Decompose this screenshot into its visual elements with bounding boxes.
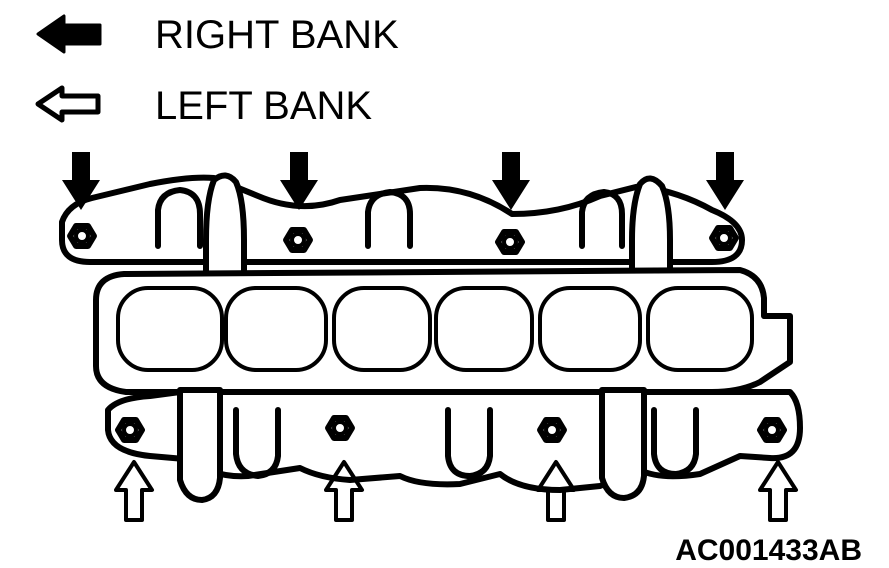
solid-arrow-down-icon: [280, 152, 318, 210]
nut-lower-3: [537, 417, 567, 443]
intake-ports: [116, 286, 754, 372]
port-5: [538, 286, 642, 372]
right-bank-arrows: [62, 152, 744, 210]
lower-rib-left: [177, 387, 223, 503]
lower-runner-1: [233, 407, 281, 479]
nut-lower-2: [325, 415, 355, 441]
hollow-arrow-up-icon: [536, 460, 576, 522]
intake-manifold: [59, 172, 803, 503]
nut-upper-2: [283, 227, 313, 253]
legend-left-bank-label: LEFT BANK: [155, 84, 372, 128]
port-3: [332, 286, 432, 372]
upper-runner-1: [155, 187, 203, 249]
hollow-arrow-up-icon: [324, 460, 364, 522]
port-plate: [93, 267, 793, 395]
port-1: [116, 286, 224, 372]
port-4: [434, 286, 534, 372]
solid-arrow-down-icon: [706, 152, 744, 210]
figure-code: AC001433AB: [675, 534, 862, 567]
left-bank-arrows: [114, 460, 798, 522]
upper-rib-right: [629, 175, 673, 289]
nut-upper-3: [495, 229, 525, 255]
legend: RIGHT BANK LEFT BANK: [35, 13, 399, 128]
lower-runner-3: [651, 407, 699, 477]
solid-arrow-down-icon: [492, 152, 530, 210]
solid-arrow-down-icon: [62, 152, 100, 210]
nut-upper-1: [67, 223, 97, 249]
nut-upper-4: [709, 225, 739, 251]
hollow-arrow-up-icon: [758, 460, 798, 522]
left-bank-nuts: [115, 415, 787, 443]
legend-right-bank-label: RIGHT BANK: [155, 13, 399, 57]
hollow-arrow-up-icon: [114, 460, 154, 522]
legend-right-bank: RIGHT BANK: [36, 13, 399, 57]
nut-lower-1: [115, 417, 145, 443]
upper-rib-left: [203, 172, 247, 289]
upper-runner-3: [579, 189, 625, 249]
port-6: [646, 286, 754, 372]
solid-arrow-left-icon: [36, 14, 102, 54]
hollow-arrow-left-icon: [35, 85, 101, 123]
right-bank-nuts: [67, 223, 739, 255]
nut-lower-4: [757, 417, 787, 443]
lower-rib-right: [599, 387, 647, 501]
legend-left-bank: LEFT BANK: [35, 84, 372, 128]
lower-runner-2: [445, 407, 493, 479]
port-2: [224, 286, 328, 372]
upper-runner-2: [365, 189, 413, 249]
